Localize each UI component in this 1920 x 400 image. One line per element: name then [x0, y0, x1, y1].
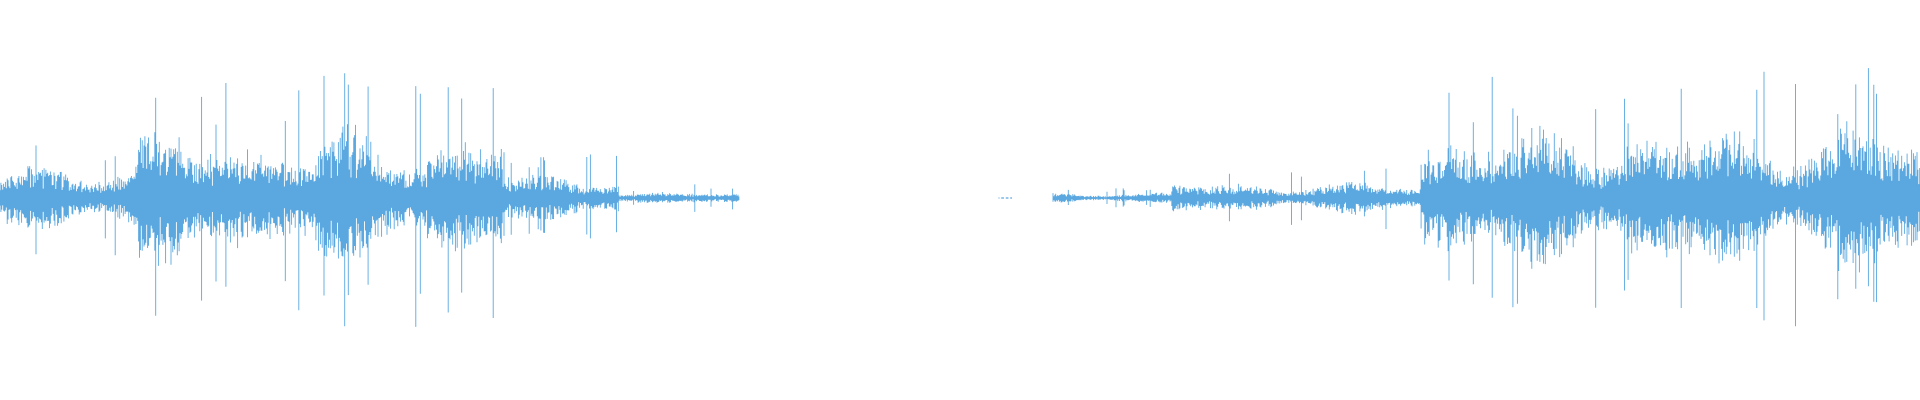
waveform-path — [0, 68, 1920, 327]
waveform-peaks — [0, 68, 1920, 327]
